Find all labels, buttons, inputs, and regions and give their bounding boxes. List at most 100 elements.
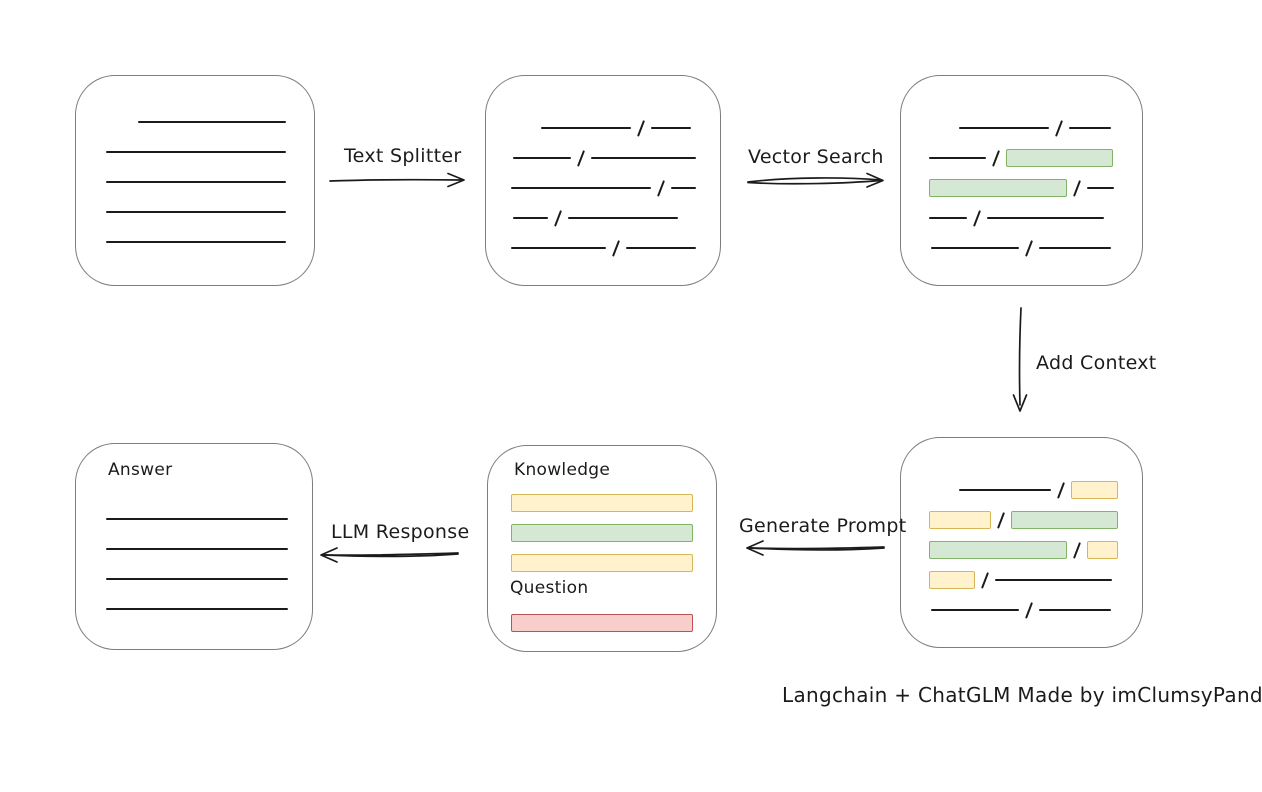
add-context-arrow [1012, 307, 1028, 412]
chunk-row [106, 594, 312, 624]
text-line [541, 127, 631, 129]
vector-search-arrow [747, 172, 884, 188]
prompt-box: Knowledge Question [487, 445, 717, 652]
knowledge-label: Knowledge [514, 460, 611, 480]
text-line [987, 217, 1105, 219]
text-line [591, 157, 697, 159]
text-line [106, 548, 288, 550]
chunk-row [929, 505, 1142, 535]
chunk-row [106, 197, 314, 227]
green-chunk [1011, 511, 1119, 529]
text-line [106, 181, 286, 183]
slash-divider [1025, 601, 1034, 619]
text-line [671, 187, 697, 189]
slash-divider [1073, 179, 1082, 197]
text-line [106, 518, 288, 520]
chunk-row [513, 203, 720, 233]
slash-divider [1073, 541, 1082, 559]
question-label: Question [510, 578, 589, 598]
yellow-chunk [511, 494, 693, 512]
chunk-row [511, 233, 720, 263]
text-line [511, 187, 651, 189]
chunk-row [106, 534, 312, 564]
yellow-chunk [929, 571, 975, 589]
knowledge-bars [488, 488, 716, 578]
chunk-row [929, 535, 1142, 565]
add-context-label: Add Context [1036, 352, 1157, 374]
text-line [513, 157, 571, 159]
text-line [1069, 127, 1112, 129]
text-line [513, 217, 548, 219]
diagram-caption: Langchain + ChatGLM Made by imClumsyPand… [782, 683, 1262, 707]
green-chunk [511, 524, 693, 542]
slash-divider [1057, 481, 1066, 499]
text-line [106, 241, 286, 243]
slash-divider [992, 149, 1001, 167]
generate-prompt-label: Generate Prompt [739, 515, 907, 537]
text-line [1039, 247, 1112, 249]
document-box [75, 75, 315, 286]
answer-label: Answer [108, 460, 173, 480]
text-line [626, 247, 697, 249]
chunk-row [511, 488, 716, 518]
vector-search-result-box [900, 75, 1143, 286]
slash-divider [554, 209, 563, 227]
text-line [106, 211, 286, 213]
slash-divider [612, 239, 621, 257]
yellow-chunk [1071, 481, 1119, 499]
chunk-row [511, 173, 720, 203]
chunk-row [929, 565, 1142, 595]
green-chunk [929, 541, 1067, 559]
text-line [1087, 187, 1115, 189]
text-splitter-arrow [329, 172, 465, 188]
text-line [931, 609, 1019, 611]
text-line [929, 217, 967, 219]
green-chunk [929, 179, 1067, 197]
text-line [106, 151, 286, 153]
text-line [1039, 609, 1112, 611]
chunk-row [931, 233, 1142, 263]
slash-divider [1055, 119, 1064, 137]
yellow-chunk [929, 511, 991, 529]
chunk-row [931, 595, 1142, 625]
slash-divider [637, 119, 646, 137]
text-line [106, 608, 288, 610]
text-line [511, 247, 606, 249]
text-line [929, 157, 986, 159]
slash-divider [997, 511, 1006, 529]
slash-divider [973, 209, 982, 227]
text-line [931, 247, 1019, 249]
chunk-row [929, 143, 1142, 173]
slash-divider [981, 571, 990, 589]
llm-response-arrow [320, 547, 459, 563]
chunk-row [959, 475, 1142, 505]
document-lines [76, 76, 314, 257]
slash-divider [1025, 239, 1034, 257]
text-splitter-label: Text Splitter [344, 145, 462, 167]
chunk-row [959, 113, 1142, 143]
search-result-lines [901, 76, 1142, 263]
chunk-row [511, 548, 716, 578]
split-text-box [485, 75, 721, 286]
llm-response-label: LLM Response [331, 521, 470, 543]
chunk-row [511, 608, 716, 638]
text-line [568, 217, 679, 219]
yellow-chunk [511, 554, 693, 572]
slash-divider [657, 179, 666, 197]
yellow-chunk [1087, 541, 1119, 559]
chunk-row [511, 518, 716, 548]
chunk-row [929, 203, 1142, 233]
chunk-row [106, 227, 314, 257]
text-line [106, 578, 288, 580]
context-box [900, 437, 1143, 648]
text-line [995, 579, 1113, 581]
chunk-row [138, 107, 314, 137]
answer-lines [76, 444, 312, 624]
green-chunk [1006, 149, 1114, 167]
generate-prompt-arrow [746, 540, 885, 556]
chunk-row [106, 167, 314, 197]
split-text-lines [486, 76, 720, 263]
chunk-row [106, 564, 312, 594]
slash-divider [577, 149, 586, 167]
red-chunk [511, 614, 693, 632]
